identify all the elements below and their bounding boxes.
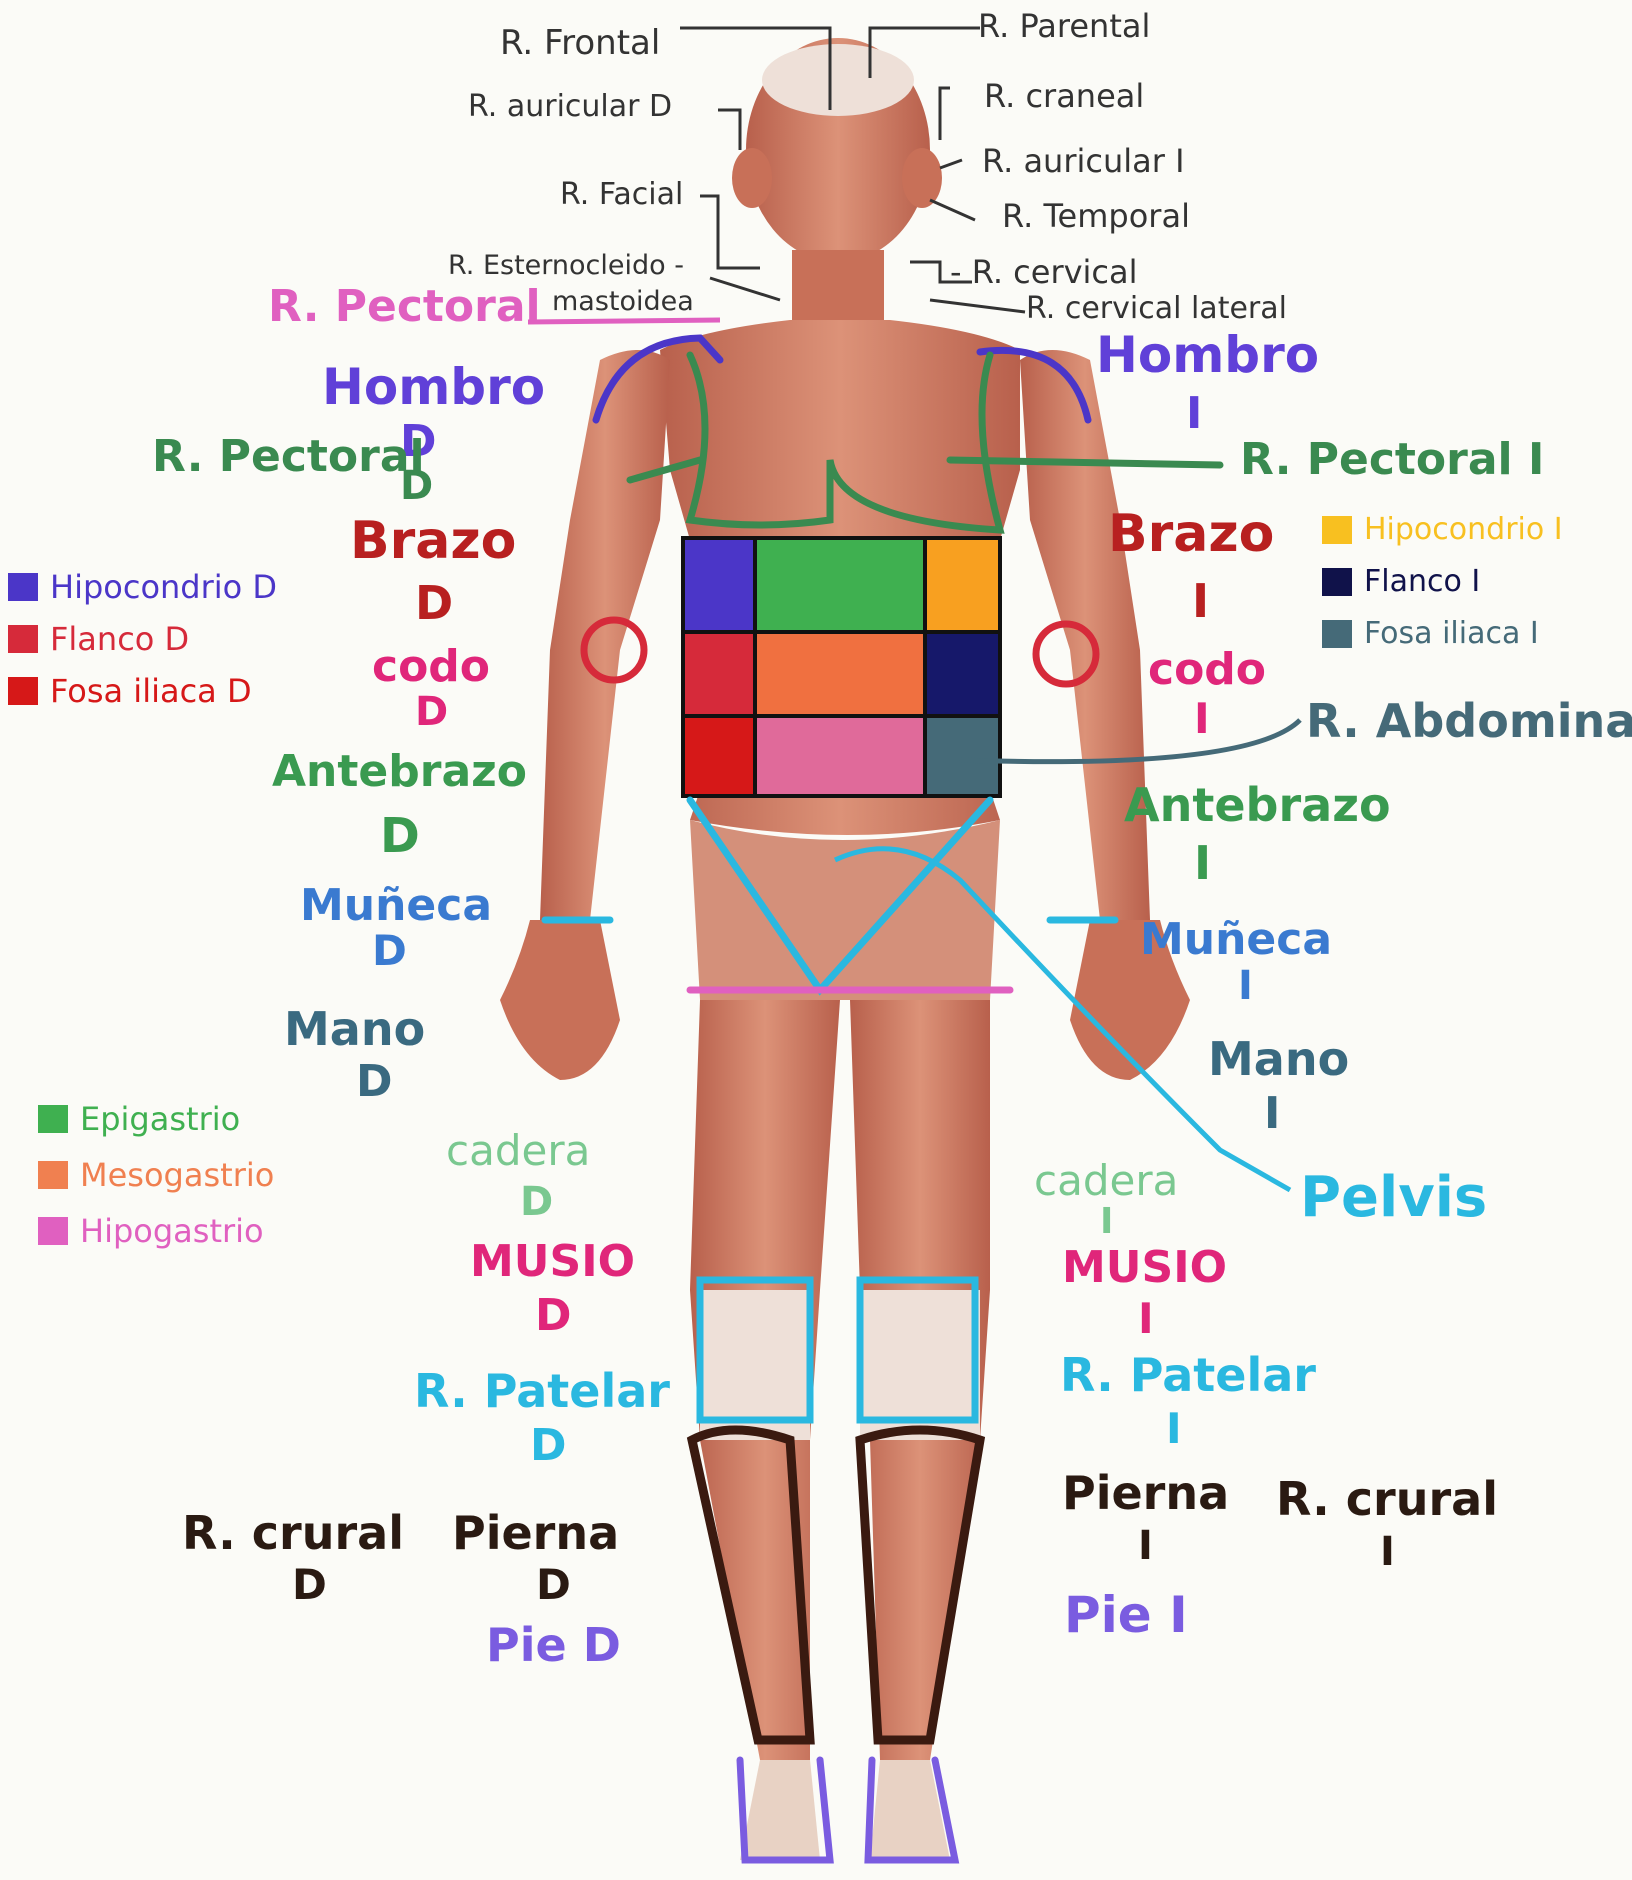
label-cadera-d-sub: D <box>520 1182 553 1222</box>
legend-item: Fosa iliaca D <box>8 672 252 710</box>
label-muneca-i-sub: I <box>1238 966 1253 1006</box>
legend-swatch <box>8 625 38 653</box>
label-temporal: R. Temporal <box>1002 200 1190 232</box>
label-muneca-d-sub: D <box>372 930 407 972</box>
label-mano-d-sub: D <box>356 1060 393 1104</box>
label-musio-d: MUSIO <box>470 1240 635 1284</box>
label-mano-i: Mano <box>1208 1036 1349 1082</box>
head <box>732 38 942 330</box>
label-patelar-i-sub: I <box>1166 1408 1182 1450</box>
label-frontal: R. Frontal <box>500 26 660 60</box>
label-pierna-d-sub: D <box>536 1564 571 1606</box>
legend-item: Fosa iliaca I <box>1322 616 1539 651</box>
abdomen-grid <box>683 538 1000 796</box>
legend-swatch <box>1322 620 1352 648</box>
label-pierna-i-sub: I <box>1138 1526 1153 1566</box>
legend-label: Fosa iliaca I <box>1364 616 1539 651</box>
legend-swatch <box>8 573 38 601</box>
label-pelvis: Pelvis <box>1300 1170 1487 1226</box>
label-craneal: R. craneal <box>984 80 1144 112</box>
legend-swatch <box>1322 568 1352 596</box>
legend-label: Mesogastrio <box>80 1156 274 1194</box>
legend-item: Epigastrio <box>38 1100 240 1138</box>
label-mano-d: Mano <box>284 1006 425 1052</box>
label-antebrazo-d: Antebrazo <box>272 750 527 794</box>
label-pectoral-d-sub: D <box>400 466 433 506</box>
label-mano-i-sub: I <box>1264 1092 1280 1136</box>
label-crural-i-sub: I <box>1380 1532 1395 1572</box>
label-esternocleido: R. Esternocleido - <box>448 252 684 279</box>
label-muneca-d: Muñeca <box>300 884 492 928</box>
legend-label: Hipocondrio I <box>1364 512 1563 547</box>
label-cadera-i: cadera <box>1034 1160 1178 1202</box>
label-brazo-i: Brazo <box>1108 508 1274 560</box>
label-codo-d-sub: D <box>415 692 448 732</box>
legend-item: Flanco D <box>8 620 189 658</box>
label-cervical: - R. cervical <box>950 256 1138 288</box>
legend-label: Flanco D <box>50 620 189 658</box>
label-codo-i-sub: I <box>1194 698 1210 740</box>
label-facial: R. Facial <box>560 180 683 210</box>
label-pierna-d: Pierna <box>452 1510 619 1556</box>
label-cervical-lateral: R. cervical lateral <box>1026 294 1287 324</box>
label-pectoral-d: R. Pectoral <box>152 435 425 479</box>
legend-item: Hipocondrio I <box>1322 512 1563 547</box>
label-codo-i: codo <box>1148 648 1266 692</box>
label-pie-d: Pie D <box>486 1622 621 1668</box>
label-pectoral-i: R. Pectoral I <box>1240 438 1544 482</box>
legend-label: Hipogastrio <box>80 1212 264 1250</box>
label-patelar-d-sub: D <box>530 1424 567 1468</box>
label-cadera-d: cadera <box>446 1130 590 1172</box>
legend-swatch <box>38 1217 68 1245</box>
label-mastoidea: mastoidea <box>552 288 694 315</box>
label-abdominal: R. Abdominal <box>1306 698 1632 744</box>
label-pectoral-top: R. Pectoral <box>268 285 541 329</box>
label-crural-d-sub: D <box>292 1564 327 1606</box>
label-brazo-d: Brazo <box>350 515 516 567</box>
label-patelar-d: R. Patelar <box>414 1368 670 1414</box>
label-auricular-d: R. auricular D <box>468 92 672 122</box>
label-antebrazo-d-sub: D <box>380 812 420 860</box>
label-parental: R. Parental <box>978 10 1150 42</box>
label-antebrazo-i: Antebrazo <box>1124 782 1391 828</box>
label-codo-d: codo <box>372 645 490 689</box>
label-crural-i: R. crural <box>1276 1476 1498 1522</box>
label-brazo-i-sub: I <box>1192 578 1209 624</box>
legend-label: Epigastrio <box>80 1100 240 1138</box>
label-hombro-d: Hombro <box>322 362 545 412</box>
label-hombro-i: Hombro <box>1096 330 1319 380</box>
label-cadera-i-sub: I <box>1100 1204 1113 1240</box>
label-musio-d-sub: D <box>535 1294 572 1338</box>
legend-label: Fosa iliaca D <box>50 672 252 710</box>
legend-swatch <box>1322 516 1352 544</box>
legend-item: Hipogastrio <box>38 1212 264 1250</box>
legend-label: Hipocondrio D <box>50 568 277 606</box>
label-pie-i: Pie I <box>1064 1590 1188 1640</box>
label-patelar-i: R. Patelar <box>1060 1352 1316 1398</box>
label-crural-d: R. crural <box>182 1510 404 1556</box>
legend-label: Flanco I <box>1364 564 1480 599</box>
legend-swatch <box>8 677 38 705</box>
label-antebrazo-i-sub: I <box>1194 840 1211 886</box>
label-pierna-i: Pierna <box>1062 1470 1229 1516</box>
legend-item: Flanco I <box>1322 564 1480 599</box>
legend-item: Hipocondrio D <box>8 568 277 606</box>
label-auricular-i: R. auricular I <box>982 145 1185 177</box>
label-muneca-i: Muñeca <box>1140 918 1332 962</box>
legend-swatch <box>38 1161 68 1189</box>
label-musio-i: MUSIO <box>1062 1246 1227 1290</box>
label-hombro-i-sub: I <box>1186 392 1202 436</box>
legend-item: Mesogastrio <box>38 1156 274 1194</box>
label-musio-i-sub: I <box>1138 1298 1154 1340</box>
legend-swatch <box>38 1105 68 1133</box>
label-brazo-d-sub: D <box>415 580 453 626</box>
